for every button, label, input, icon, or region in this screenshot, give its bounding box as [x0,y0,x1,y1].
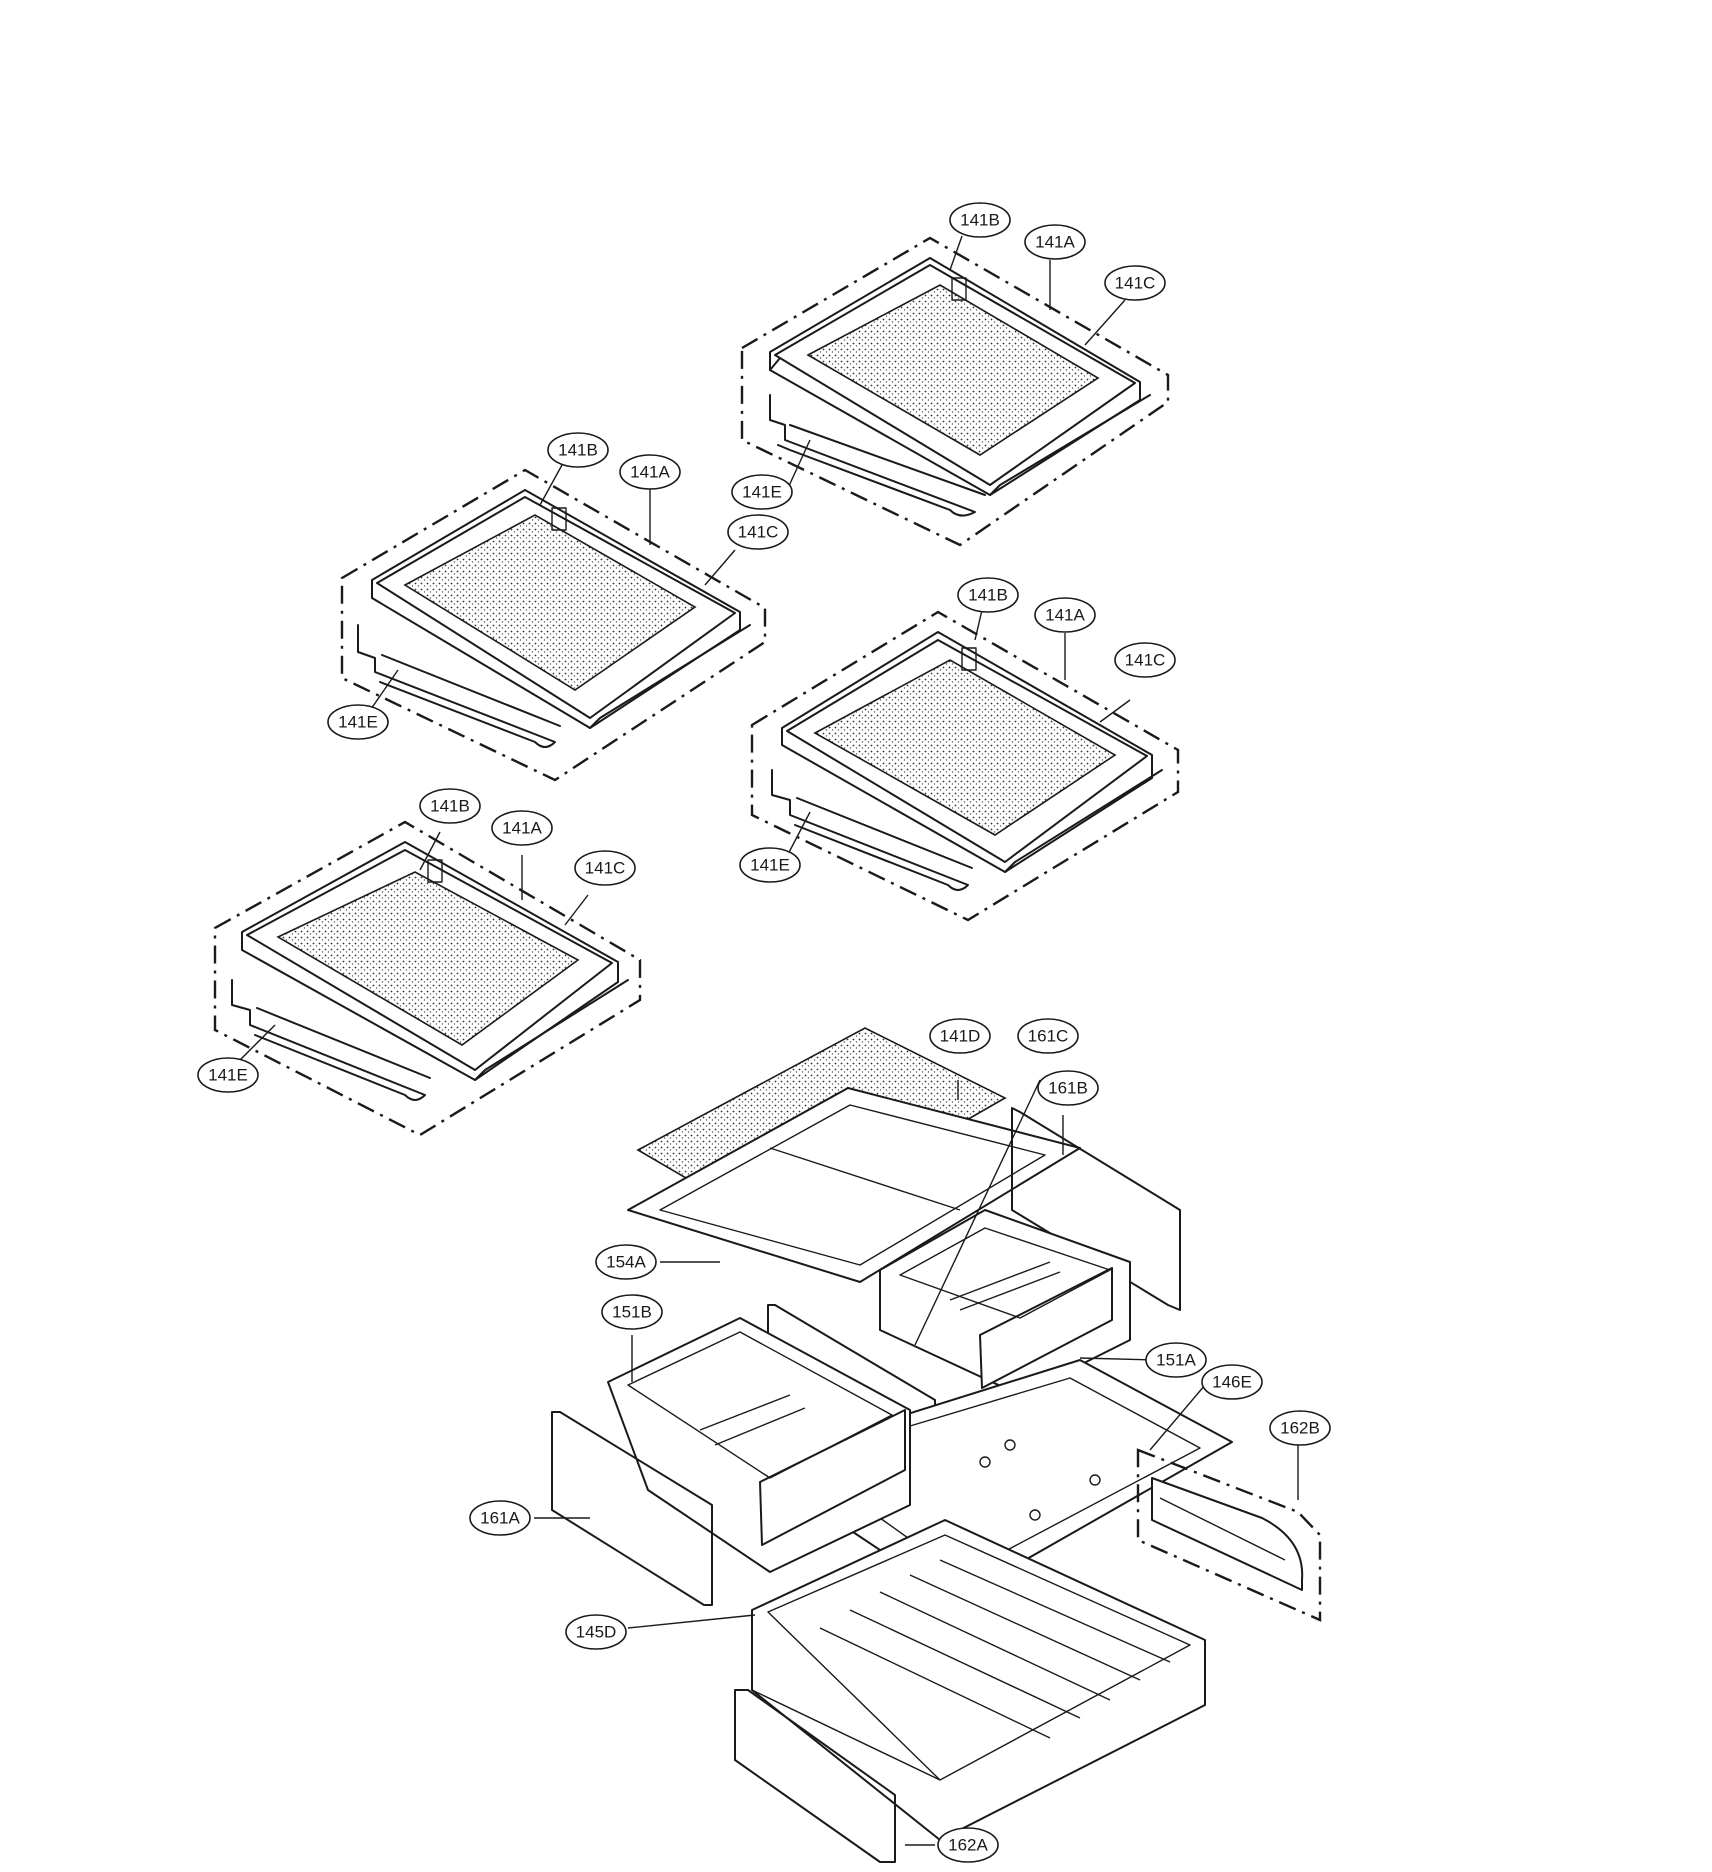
callout-s1-141a: 141A [1024,224,1086,260]
callout-s1-141b: 141B [949,202,1011,238]
callout-s4-141e: 141E [197,1057,259,1093]
callout-161c: 161C [1017,1018,1079,1054]
crisper-assembly [551,1027,1322,1863]
callout-162b: 162B [1269,1410,1331,1446]
callout-161b: 161B [1037,1070,1099,1106]
callout-s4-141a: 141A [491,810,553,846]
tray-145d [751,1519,1206,1841]
svg-text:162B: 162B [1280,1419,1320,1438]
divider-161b [1011,1107,1181,1311]
callout-labels: 141B 141A 141C 141E 141B 141A 141C 141E … [197,202,1331,1863]
drawer-151b [607,1317,911,1573]
callout-s3-141a: 141A [1034,597,1096,633]
svg-text:141A: 141A [1035,233,1075,252]
bracket-162a [734,1689,896,1863]
svg-text:162A: 162A [948,1836,988,1855]
shelf-assembly-3 [750,610,1180,922]
svg-text:141A: 141A [630,463,670,482]
svg-text:141A: 141A [1045,606,1085,625]
svg-text:141B: 141B [968,586,1008,605]
svg-text:154A: 154A [606,1253,646,1272]
callout-s2-141e: 141E [327,704,389,740]
divider-161a [551,1411,713,1606]
svg-text:141B: 141B [430,797,470,816]
leader-lines [227,235,1299,1846]
svg-text:151A: 151A [1156,1351,1196,1370]
svg-text:141A: 141A [502,819,542,838]
callout-145d: 145D [565,1614,627,1650]
callout-s1-141c: 141C [1104,265,1166,301]
callout-s3-141c: 141C [1114,642,1176,678]
callout-146e: 146E [1201,1364,1263,1400]
callout-s1-141e: 141E [731,474,793,510]
svg-text:141B: 141B [558,441,598,460]
callout-s4-141b: 141B [419,788,481,824]
svg-text:151B: 151B [612,1303,652,1322]
svg-text:145D: 145D [576,1623,617,1642]
svg-text:141C: 141C [1125,651,1166,670]
callout-s4-141c: 141C [574,850,636,886]
svg-text:141E: 141E [742,483,782,502]
svg-text:141C: 141C [738,523,779,542]
callout-154a: 154A [595,1244,657,1280]
svg-text:141E: 141E [208,1066,248,1085]
bracket-162b [1136,1448,1322,1622]
callout-s3-141e: 141E [739,847,801,883]
svg-text:161B: 161B [1048,1079,1088,1098]
callout-s2-141b: 141B [547,432,609,468]
callout-151a: 151A [1145,1342,1207,1378]
callout-151b: 151B [601,1294,663,1330]
callout-162a: 162A [937,1827,999,1863]
svg-text:141C: 141C [1115,274,1156,293]
svg-text:141E: 141E [750,856,790,875]
shelf-assembly-4 [213,820,642,1137]
svg-text:141E: 141E [338,713,378,732]
callout-s2-141a: 141A [619,454,681,490]
svg-text:141C: 141C [585,859,626,878]
svg-text:161C: 161C [1028,1027,1069,1046]
svg-text:141D: 141D [940,1027,981,1046]
shelf-assembly-1 [740,236,1170,547]
svg-text:161A: 161A [480,1509,520,1528]
callout-s2-141c: 141C [727,514,789,550]
svg-text:141B: 141B [960,211,1000,230]
shelf-assembly-2 [340,468,767,782]
callout-161a: 161A [469,1500,531,1536]
drawer-151a [879,1209,1131,1396]
callout-s3-141b: 141B [957,577,1019,613]
callout-141d: 141D [929,1018,991,1054]
svg-text:146E: 146E [1212,1373,1252,1392]
